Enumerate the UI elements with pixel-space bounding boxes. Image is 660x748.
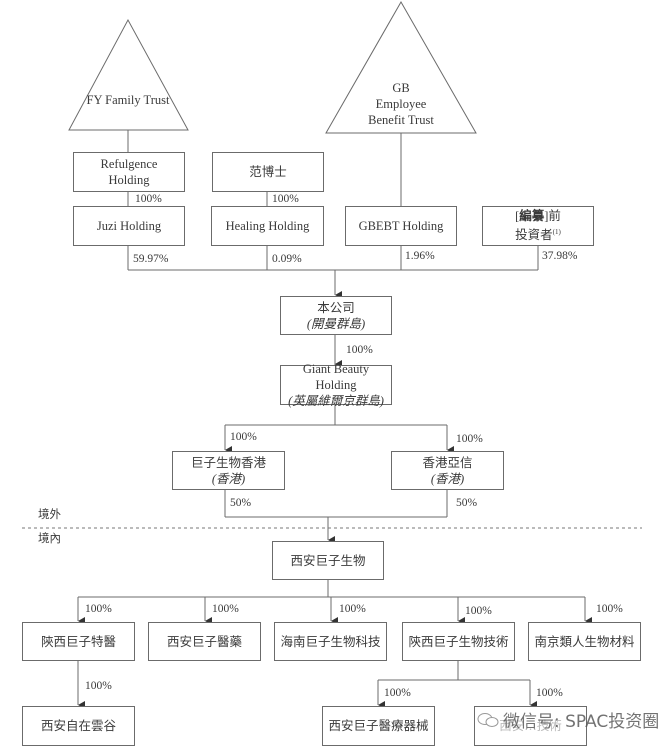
pre-investors-line1: [編纂]前 [515,208,561,224]
healing-holding-box: Healing Holding [211,206,324,246]
gb-trust-line2: Employee [375,97,427,111]
juzi-name: Juzi Holding [96,219,162,233]
hk1-jurisdiction: (香港) [211,471,246,486]
pct-second-1: 100% [384,687,411,699]
redacted-label: 編纂 [519,209,545,224]
offshore-label: 境外 [38,509,61,521]
pct-sub-1: 100% [212,603,239,615]
subsidiary-box: 南京類人生物材料 [528,622,641,661]
refulgence-line2: Holding [108,173,150,187]
pct-sub-4: 100% [596,603,623,615]
giant-beauty-name: Giant Beauty Holding [302,362,370,392]
subsidiary-name: 陝西巨子特醫 [40,634,116,649]
pct-juzi: 59.97% [133,253,169,265]
pct-sub-0: 100% [85,603,112,615]
subsidiary-name: 西安巨子醫藥 [166,634,242,649]
hk1-name: 巨子生物香港 [190,455,266,470]
pct-sub-2: 100% [339,603,366,615]
hk-yaxin-box: 香港亞信 (香港) [391,451,504,490]
refulgence-line1: Refulgence [100,157,158,171]
gbebt-holding-box: GBEBT Holding [345,206,457,246]
second-level-name: 西安巨子醫療器械 [328,719,429,733]
company-jurisdiction: (開曼群島) [306,316,366,331]
company-box: 本公司 (開曼群島) [280,296,392,335]
subsidiary-name: 海南巨子生物科技 [280,634,381,649]
pre-investors-suffix: 前 [548,209,561,224]
pct-sub-3: 100% [465,605,492,617]
healing-name: Healing Holding [225,219,310,233]
subsidiary-box: 陝西巨子特醫 [22,622,135,661]
subsidiary-box: 西安巨子醫藥 [148,622,261,661]
pct-hk1-in: 100% [230,431,257,443]
pct-company-gbh: 100% [346,344,373,356]
dr-fan-box: 范博士 [212,152,324,192]
bracket-open: [ [515,209,520,224]
gb-trust-line1: GB [392,81,410,95]
giant-beauty-jurisdiction: (英屬維爾京群島) [288,394,384,408]
pct-refulgence-juzi: 100% [135,193,162,205]
gb-trust-label: GB Employee Benefit Trust [331,80,471,128]
second-level-box: 西安巨子醫療器械 [322,706,435,746]
second-level-name: 西安自在雲谷 [40,719,116,733]
fy-trust-triangle [68,18,189,131]
pct-healing: 0.09% [272,253,302,265]
gbebt-name: GBEBT Holding [358,219,444,233]
pct-fan-healing: 100% [272,193,299,205]
second-level-box: 西安自在雲谷 [22,706,135,746]
subsidiary-box: 海南巨子生物科技 [274,622,387,661]
wechat-icon [477,712,499,727]
pct-hk2-in: 100% [456,433,483,445]
xian-giant-name: 西安巨子生物 [290,553,366,568]
hk2-jurisdiction: (香港) [430,471,465,486]
juzi-holding-box: Juzi Holding [73,206,185,246]
pct-hk1-out: 50% [230,497,252,509]
watermark: 微信号: SPAC投资圈 [477,707,659,732]
onshore-label: 境內 [38,533,61,545]
pct-hk2-out: 50% [456,497,478,509]
watermark-text: 微信号: SPAC投资圈 [503,712,660,732]
pct-second-0: 100% [85,680,112,692]
subsidiary-name: 陝西巨子生物技術 [408,634,509,649]
pct-gbebt: 1.96% [405,250,435,262]
subsidiary-name: 南京類人生物材料 [534,634,635,649]
bracket-close: ] [544,209,549,224]
pre-ipo-investors-box: [編纂]前 投資者(1) [482,206,594,246]
pre-investors-line2: 投資者(1) [515,224,561,243]
pct-second-2: 100% [536,687,563,699]
gb-trust-line3: Benefit Trust [368,113,434,127]
subsidiary-box: 陝西巨子生物技術 [402,622,515,661]
footnote-marker: (1) [552,228,561,237]
second-level-name: 西安…技術 [499,719,562,733]
pct-pre-investors: 37.98% [542,250,578,262]
hk2-name: 香港亞信 [422,455,473,470]
giant-beauty-holding-box: Giant Beauty Holding (英屬維爾京群島) [280,362,392,408]
dr-fan-name: 范博士 [249,165,287,179]
company-name: 本公司 [317,300,355,315]
fy-trust-label: FY Family Trust [58,92,198,108]
juzi-bio-hk-box: 巨子生物香港 (香港) [172,451,285,490]
xian-giant-bio-box: 西安巨子生物 [272,541,384,580]
fy-trust-name: FY Family Trust [86,93,170,107]
refulgence-holding-box: Refulgence Holding [73,152,185,192]
pre-investors-text: 投資者 [515,228,553,243]
